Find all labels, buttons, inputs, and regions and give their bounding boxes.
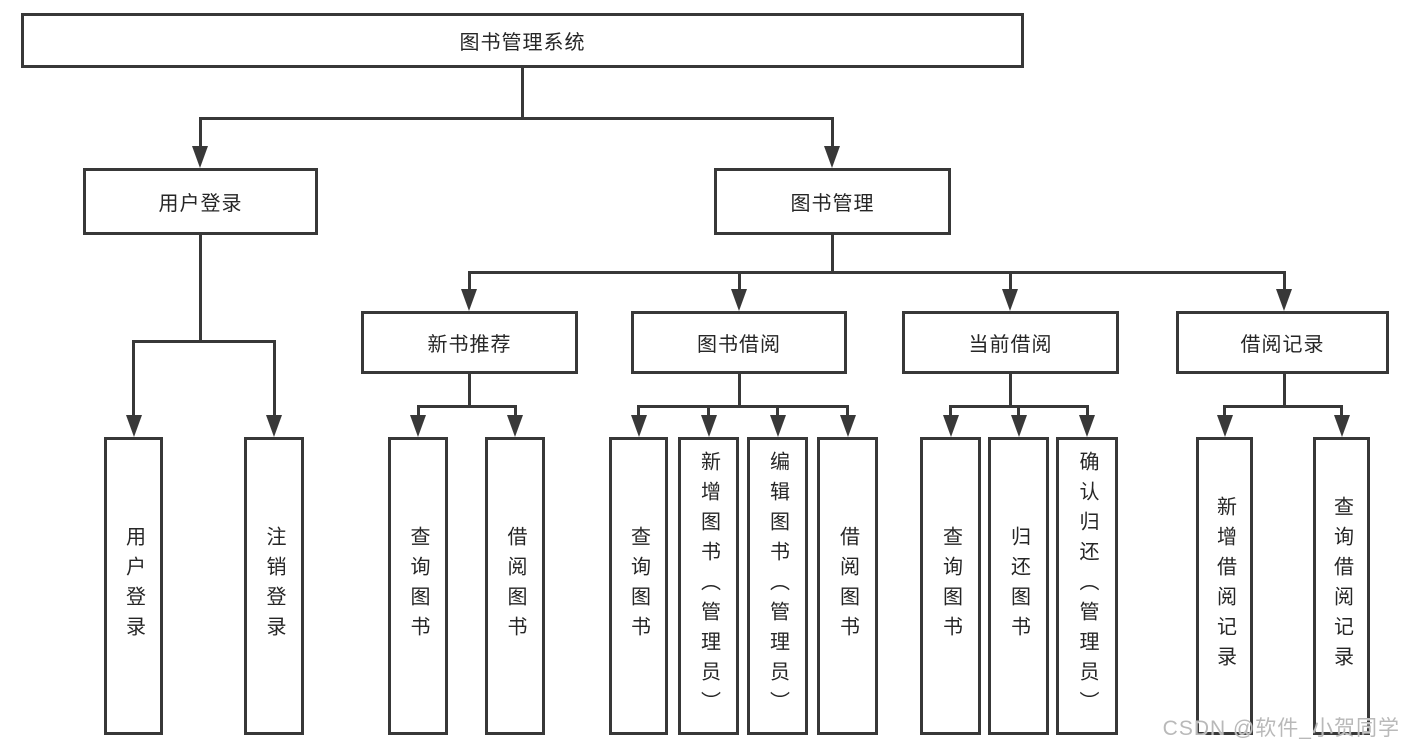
node-rec-query-record-label: 查询借阅记录 — [1330, 496, 1353, 676]
connector-drop — [949, 405, 952, 419]
connector-drop — [1017, 405, 1020, 419]
node-rec-query-record: 查询借阅记录 — [1313, 437, 1370, 735]
node-rec-query-label: 查询图书 — [407, 526, 429, 646]
connector-drop — [132, 340, 135, 418]
arrowhead-icon — [1079, 415, 1095, 437]
connector-user-login-bus — [132, 340, 276, 343]
connector-new-rec-stem — [468, 374, 471, 407]
node-rec-add-record-label: 新增借阅记录 — [1213, 496, 1236, 676]
node-new-rec-label: 新书推荐 — [427, 334, 512, 356]
connector-current-stem — [1009, 374, 1012, 407]
node-root-label: 图书管理系统 — [459, 32, 586, 54]
connector-drop — [637, 405, 640, 419]
node-cur-confirm-label: 确认归还（管理员） — [1076, 451, 1098, 721]
node-current: 当前借阅 — [902, 311, 1119, 374]
arrowhead-icon — [1002, 289, 1018, 311]
connector-root-stem — [521, 68, 524, 118]
node-borrow: 图书借阅 — [631, 311, 847, 374]
connector-records-bus — [1223, 405, 1343, 408]
connector-drop — [417, 405, 420, 419]
connector-drop — [1340, 405, 1343, 419]
arrowhead-icon — [266, 415, 282, 437]
node-book-mgmt-label: 图书管理 — [790, 193, 875, 215]
connector-book-mgmt-stem — [831, 235, 834, 273]
node-login: 用户登录 — [104, 437, 163, 735]
connector-records-stem — [1283, 374, 1286, 407]
arrowhead-icon — [507, 415, 523, 437]
node-borrow-label: 图书借阅 — [697, 334, 781, 356]
arrowhead-icon — [410, 415, 426, 437]
connector-user-login-stem — [199, 235, 202, 342]
arrowhead-icon — [1217, 415, 1233, 437]
node-new-rec: 新书推荐 — [361, 311, 578, 374]
arrowhead-icon — [461, 289, 477, 311]
node-current-label: 当前借阅 — [968, 334, 1053, 356]
node-bor-query: 查询图书 — [609, 437, 668, 735]
connector-drop — [1009, 271, 1012, 291]
arrowhead-icon — [824, 146, 840, 168]
watermark: CSDN @软件_小贺同学 — [1162, 717, 1400, 740]
node-cur-return-label: 归还图书 — [1007, 526, 1030, 646]
arrowhead-icon — [943, 415, 959, 437]
node-rec-query: 查询图书 — [388, 437, 448, 735]
connector-drop — [776, 405, 779, 419]
node-user-login: 用户登录 — [83, 168, 318, 235]
connector-borrow-stem — [738, 374, 741, 407]
node-records-label: 借阅记录 — [1240, 334, 1325, 356]
node-book-mgmt: 图书管理 — [714, 168, 951, 235]
connector-drop — [1283, 271, 1286, 291]
connector-drop — [468, 271, 471, 291]
node-rec-borrow-label: 借阅图书 — [504, 526, 526, 646]
arrowhead-icon — [701, 415, 717, 437]
connector-drop — [738, 271, 741, 291]
connector-new-rec-bus — [417, 405, 516, 408]
node-bor-borrow: 借阅图书 — [817, 437, 878, 735]
arrowhead-icon — [631, 415, 647, 437]
node-records: 借阅记录 — [1176, 311, 1389, 374]
connector-drop — [514, 405, 517, 419]
node-login-label: 用户登录 — [122, 526, 145, 646]
arrowhead-icon — [1011, 415, 1027, 437]
node-logout: 注销登录 — [244, 437, 304, 735]
node-bor-borrow-label: 借阅图书 — [836, 526, 859, 646]
node-cur-query-label: 查询图书 — [939, 526, 962, 646]
node-rec-borrow: 借阅图书 — [485, 437, 545, 735]
connector-book-mgmt-bus — [468, 271, 1285, 274]
node-bor-add: 新增图书（管理员） — [678, 437, 739, 735]
arrowhead-icon — [770, 415, 786, 437]
node-root: 图书管理系统 — [21, 13, 1024, 68]
node-cur-return: 归还图书 — [988, 437, 1049, 735]
node-bor-edit: 编辑图书（管理员） — [747, 437, 808, 735]
node-bor-query-label: 查询图书 — [627, 526, 650, 646]
arrowhead-icon — [192, 146, 208, 168]
connector-drop — [199, 117, 202, 149]
arrowhead-icon — [840, 415, 856, 437]
connector-drop — [831, 117, 834, 149]
node-cur-query: 查询图书 — [920, 437, 981, 735]
node-bor-edit-label: 编辑图书（管理员） — [766, 451, 789, 721]
arrowhead-icon — [1276, 289, 1292, 311]
connector-drop — [846, 405, 849, 419]
connector-borrow-bus — [637, 405, 849, 408]
connector-root-bus — [199, 117, 833, 120]
connector-drop — [707, 405, 710, 419]
node-rec-add-record: 新增借阅记录 — [1196, 437, 1253, 735]
connector-drop — [273, 340, 276, 418]
arrowhead-icon — [126, 415, 142, 437]
node-user-login-label: 用户登录 — [158, 193, 243, 215]
connector-drop — [1086, 405, 1089, 419]
node-bor-add-label: 新增图书（管理员） — [697, 451, 720, 721]
node-logout-label: 注销登录 — [263, 526, 285, 646]
connector-drop — [1223, 405, 1226, 419]
arrowhead-icon — [1334, 415, 1350, 437]
arrowhead-icon — [731, 289, 747, 311]
node-cur-confirm: 确认归还（管理员） — [1056, 437, 1118, 735]
